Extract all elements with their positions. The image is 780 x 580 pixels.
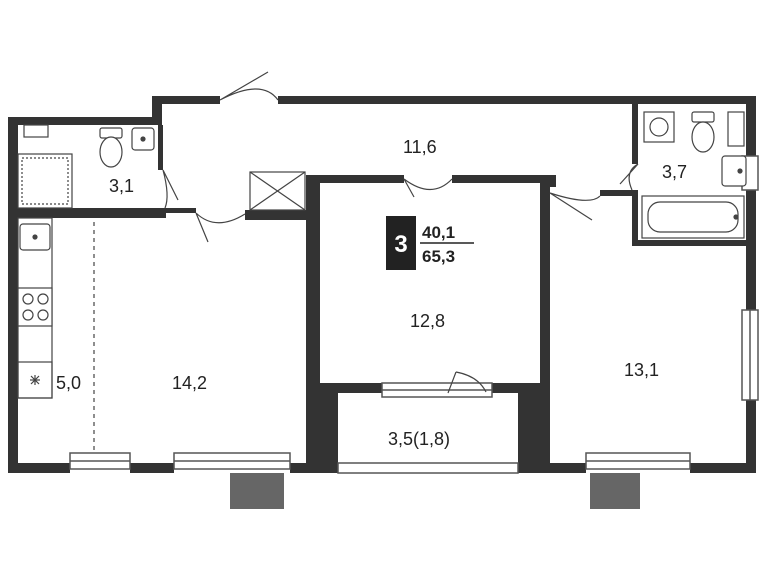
wall-loggia-right	[518, 393, 542, 473]
wall-center-right	[540, 175, 550, 473]
door-entrance	[219, 71, 279, 101]
wall-bottom-b	[130, 463, 174, 473]
windows	[69, 155, 759, 474]
door-loggia	[447, 371, 487, 394]
balcony-block-right	[590, 473, 640, 509]
washing-machine-icon	[643, 111, 675, 143]
wall-right-mid	[746, 190, 756, 310]
door-bath-right	[619, 163, 639, 191]
ventilation-shaft-icon	[249, 171, 306, 211]
wall-bath-right-left	[632, 104, 638, 164]
bath-right-shelf	[727, 111, 745, 147]
wall-bottom-c	[290, 463, 338, 473]
wall-center-bottom-b	[492, 383, 542, 393]
wall-left	[8, 117, 18, 473]
wall-center-top-a	[306, 175, 404, 183]
wall-hall-living	[245, 210, 315, 220]
door-bedroom-center	[403, 178, 453, 198]
door-living	[195, 212, 246, 243]
toilet-icon	[99, 127, 123, 168]
wall-top-a	[152, 96, 220, 104]
wall-bath-left-bottom-b	[166, 208, 196, 213]
door-bath-left	[162, 169, 179, 209]
area-hallway: 11,6	[403, 137, 437, 157]
wall-bath-left-bottom-a	[8, 208, 166, 218]
wall-center-bottom-a	[318, 383, 382, 393]
doors	[162, 71, 639, 394]
wall-bath-right-top-stub	[600, 190, 638, 196]
kitchen-sink-icon	[19, 223, 51, 251]
wall-bedroom-right-top	[548, 175, 556, 187]
toilet-icon-right	[691, 111, 715, 153]
badge-total-area: 65,3	[422, 247, 455, 266]
area-bedroom-center: 12,8	[410, 311, 445, 331]
wall-bottom-a	[8, 463, 70, 473]
balcony-block-left	[230, 473, 284, 509]
fridge-snowflake-icon	[17, 361, 53, 399]
area-kitchen-zone: 5,0	[56, 373, 81, 393]
stove-icon	[17, 287, 53, 327]
wall-center-top-b	[452, 175, 548, 183]
sink-icon-right	[721, 155, 747, 187]
shower-tray-icon	[17, 153, 73, 209]
area-bathroom-right: 3,7	[662, 162, 687, 182]
wall-bottom-d	[518, 463, 586, 473]
badge-room-count-bg	[386, 216, 416, 270]
wall-loggia-left	[320, 393, 338, 473]
apartment-badge: 3 40,1 65,3	[386, 216, 474, 270]
wall-right-lower	[746, 400, 756, 473]
window-loggia	[337, 462, 519, 474]
bath-left-shelf	[23, 124, 49, 138]
wall-bath-right-bottom	[632, 240, 748, 246]
wall-center-left	[306, 175, 320, 463]
area-living-room: 14,2	[172, 373, 207, 393]
area-bathroom-left: 3,1	[109, 176, 134, 196]
wall-right-upper	[746, 96, 756, 156]
wall-bath-right-left-b	[632, 190, 638, 246]
sink-icon	[131, 127, 155, 151]
door-bedroom-right	[549, 192, 601, 221]
badge-room-count: 3	[394, 231, 407, 258]
wall-left-top	[8, 117, 153, 125]
bathtub-icon	[641, 195, 745, 239]
wall-bottom-e	[690, 463, 756, 473]
walls	[8, 96, 756, 473]
wall-step-vertical	[152, 96, 162, 125]
badge-living-area: 40,1	[422, 223, 455, 242]
area-bedroom-right: 13,1	[624, 360, 659, 380]
wall-top-b	[278, 96, 748, 104]
wall-bath-left-right	[158, 125, 163, 170]
area-loggia: 3,5(1,8)	[388, 429, 450, 449]
